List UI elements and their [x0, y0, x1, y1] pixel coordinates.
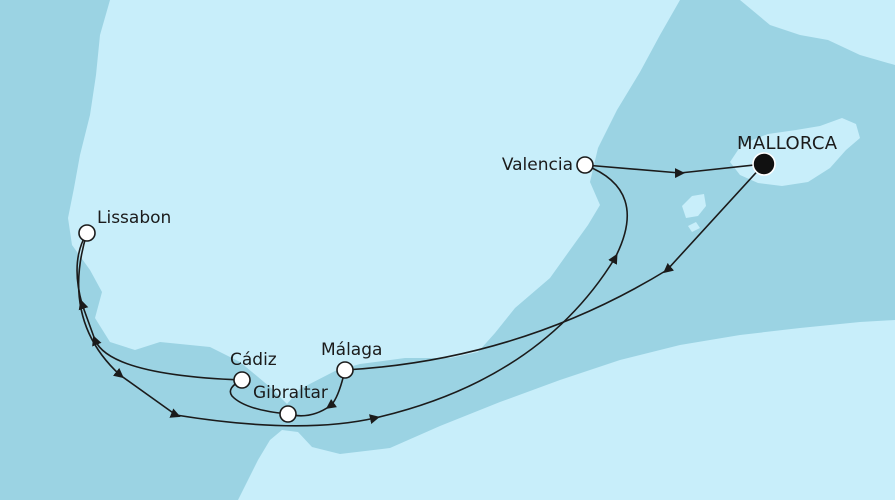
port-label-malaga: Málaga: [321, 340, 382, 360]
route-leg-lissabon-valencia: [77, 164, 629, 427]
port-cadiz[interactable]: Cádiz: [230, 350, 277, 389]
port-label-cadiz: Cádiz: [230, 350, 277, 370]
cruise-route: [76, 163, 765, 427]
port-valencia[interactable]: Valencia: [502, 155, 594, 175]
port-lissabon[interactable]: Lissabon: [78, 208, 171, 242]
port-marker-malaga: [336, 361, 354, 379]
port-marker-gibraltar: [279, 405, 297, 423]
route-leg-valencia-mallorca: [584, 163, 765, 179]
port-marker-valencia: [576, 156, 594, 174]
port-marker-lissabon: [78, 224, 96, 242]
land-ibiza: [682, 194, 706, 218]
port-malaga[interactable]: Málaga: [321, 340, 382, 379]
port-label-gibraltar: Gibraltar: [253, 383, 328, 403]
port-mallorca[interactable]: MALLORCA: [737, 133, 838, 176]
home-port-label: MALLORCA: [737, 133, 838, 154]
port-label-valencia: Valencia: [502, 155, 573, 175]
port-label-lissabon: Lissabon: [97, 208, 171, 228]
port-marker-cadiz: [233, 371, 251, 389]
land-france: [740, 0, 895, 65]
home-port-marker: [752, 152, 776, 176]
port-gibraltar[interactable]: Gibraltar: [253, 383, 328, 423]
land-formentera: [688, 222, 700, 232]
